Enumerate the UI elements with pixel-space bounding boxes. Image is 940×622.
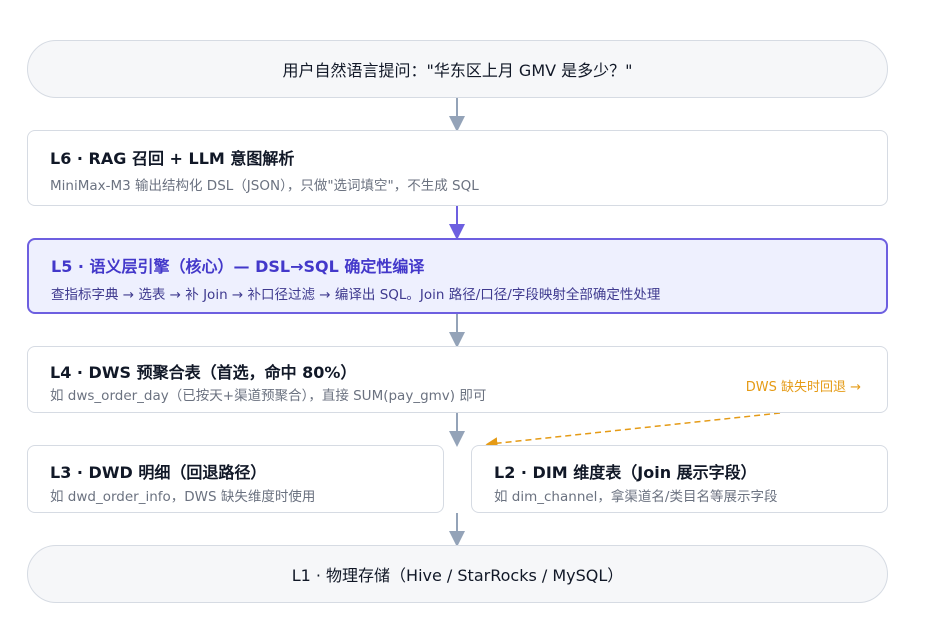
layer-l1-label: L1 · 物理存储（Hive / StarRocks / MySQL） <box>291 566 624 585</box>
layer-l2-card: L2 · DIM 维度表（Join 展示字段） 如 dim_channel，拿渠… <box>471 445 888 513</box>
layer-l4-card: L4 · DWS 预聚合表（首选，命中 80%） 如 dws_order_day… <box>27 346 888 413</box>
layer-l3-desc: 如 dwd_order_info，DWS 缺失维度时使用 <box>50 489 316 505</box>
layer-l6-title: L6 · RAG 召回 + LLM 意图解析 <box>50 149 295 168</box>
layer-l5-desc: 查指标字典 → 选表 → 补 Join → 补口径过滤 → 编译出 SQL。Jo… <box>51 287 661 303</box>
layer-l5-title: L5 · 语义层引擎（核心）— DSL→SQL 确定性编译 <box>51 257 425 276</box>
layer-l6-card: L6 · RAG 召回 + LLM 意图解析 MiniMax-M3 输出结构化 … <box>27 130 888 206</box>
layer-l3-card: L3 · DWD 明细（回退路径） 如 dwd_order_info，DWS 缺… <box>27 445 444 513</box>
layer-l4-desc: 如 dws_order_day（已按天+渠道预聚合），直接 SUM(pay_gm… <box>50 388 487 404</box>
layer-l4-title: L4 · DWS 预聚合表（首选，命中 80%） <box>50 363 357 382</box>
layer-l5-card: L5 · 语义层引擎（核心）— DSL→SQL 确定性编译 查指标字典 → 选表… <box>27 238 888 314</box>
layer-l6-desc: MiniMax-M3 输出结构化 DSL（JSON），只做"选词填空"，不生成 … <box>50 178 479 194</box>
layer-l2-desc: 如 dim_channel，拿渠道名/类目名等展示字段 <box>494 489 778 505</box>
layer-l1-pill: L1 · 物理存储（Hive / StarRocks / MySQL） <box>27 545 888 603</box>
layer-l2-title: L2 · DIM 维度表（Join 展示字段） <box>494 463 757 482</box>
layer-l3-title: L3 · DWD 明细（回退路径） <box>50 463 267 482</box>
question-text: 用户自然语言提问："华东区上月 GMV 是多少？" <box>282 61 633 80</box>
question-pill: 用户自然语言提问："华东区上月 GMV 是多少？" <box>27 40 888 98</box>
fallback-note: DWS 缺失时回退 → <box>745 380 861 395</box>
fallback-dashed-arrow <box>485 412 781 450</box>
